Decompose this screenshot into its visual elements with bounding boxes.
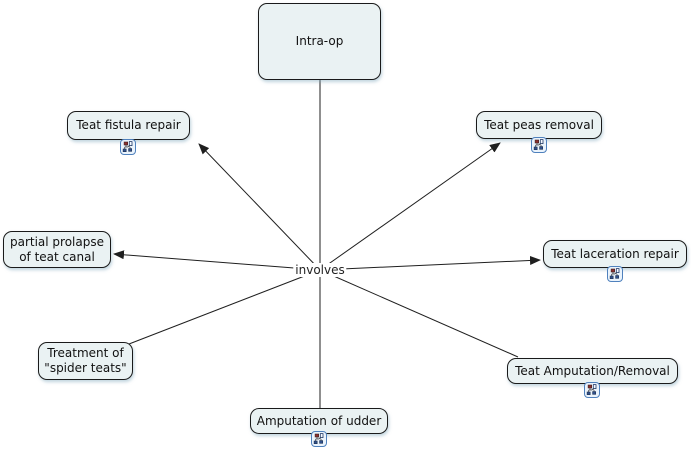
- concept-node-teat-fistula-repair[interactable]: Teat fistula repair: [67, 111, 190, 140]
- cmap-submap-icon[interactable]: [607, 266, 623, 282]
- concept-label: Intra-op: [295, 34, 344, 48]
- concept-label-line2: of teat canal: [19, 249, 95, 264]
- concept-label: Amputation of udder: [256, 413, 382, 428]
- concept-label-line1: partial prolapse: [9, 234, 104, 249]
- connector-involves-to-spider: [128, 269, 321, 345]
- linking-phrase-involves[interactable]: involves: [293, 263, 347, 277]
- concept-node-teat-amputation-removal[interactable]: Teat Amputation/Removal: [507, 358, 678, 384]
- concept-node-partial-prolapse[interactable]: partial prolapse of teat canal: [3, 231, 111, 268]
- concept-node-teat-laceration-repair[interactable]: Teat laceration repair: [543, 240, 687, 268]
- concept-node-intra-op[interactable]: Intra-op: [258, 3, 381, 80]
- connector-involves-to-laceration: [319, 255, 541, 271]
- concept-node-udder-amputation[interactable]: Amputation of udder: [250, 408, 388, 434]
- concept-node-spider-teats-treatment[interactable]: Treatment of "spider teats": [38, 342, 133, 380]
- connector-involves-to-amputation: [319, 269, 519, 358]
- concept-label: Teat fistula repair: [76, 118, 181, 132]
- concept-label: Teat Amputation/Removal: [515, 363, 670, 378]
- concept-label-line2: "spider teats": [44, 361, 127, 375]
- cmap-submap-icon[interactable]: [584, 382, 600, 398]
- concept-label: Teat peas removal: [484, 117, 594, 132]
- connector-involves-to-prolapse: [113, 250, 321, 271]
- concept-node-teat-peas-removal[interactable]: Teat peas removal: [476, 111, 602, 139]
- connector-involves-to-peas: [319, 142, 501, 271]
- connector-involves-to-fistula: [198, 143, 321, 271]
- concept-label: Teat laceration repair: [551, 246, 679, 261]
- cmap-submap-icon[interactable]: [120, 139, 136, 155]
- cmap-submap-icon[interactable]: [531, 137, 547, 153]
- concept-label-line1: Treatment of: [47, 346, 124, 360]
- cmap-submap-icon[interactable]: [311, 431, 327, 447]
